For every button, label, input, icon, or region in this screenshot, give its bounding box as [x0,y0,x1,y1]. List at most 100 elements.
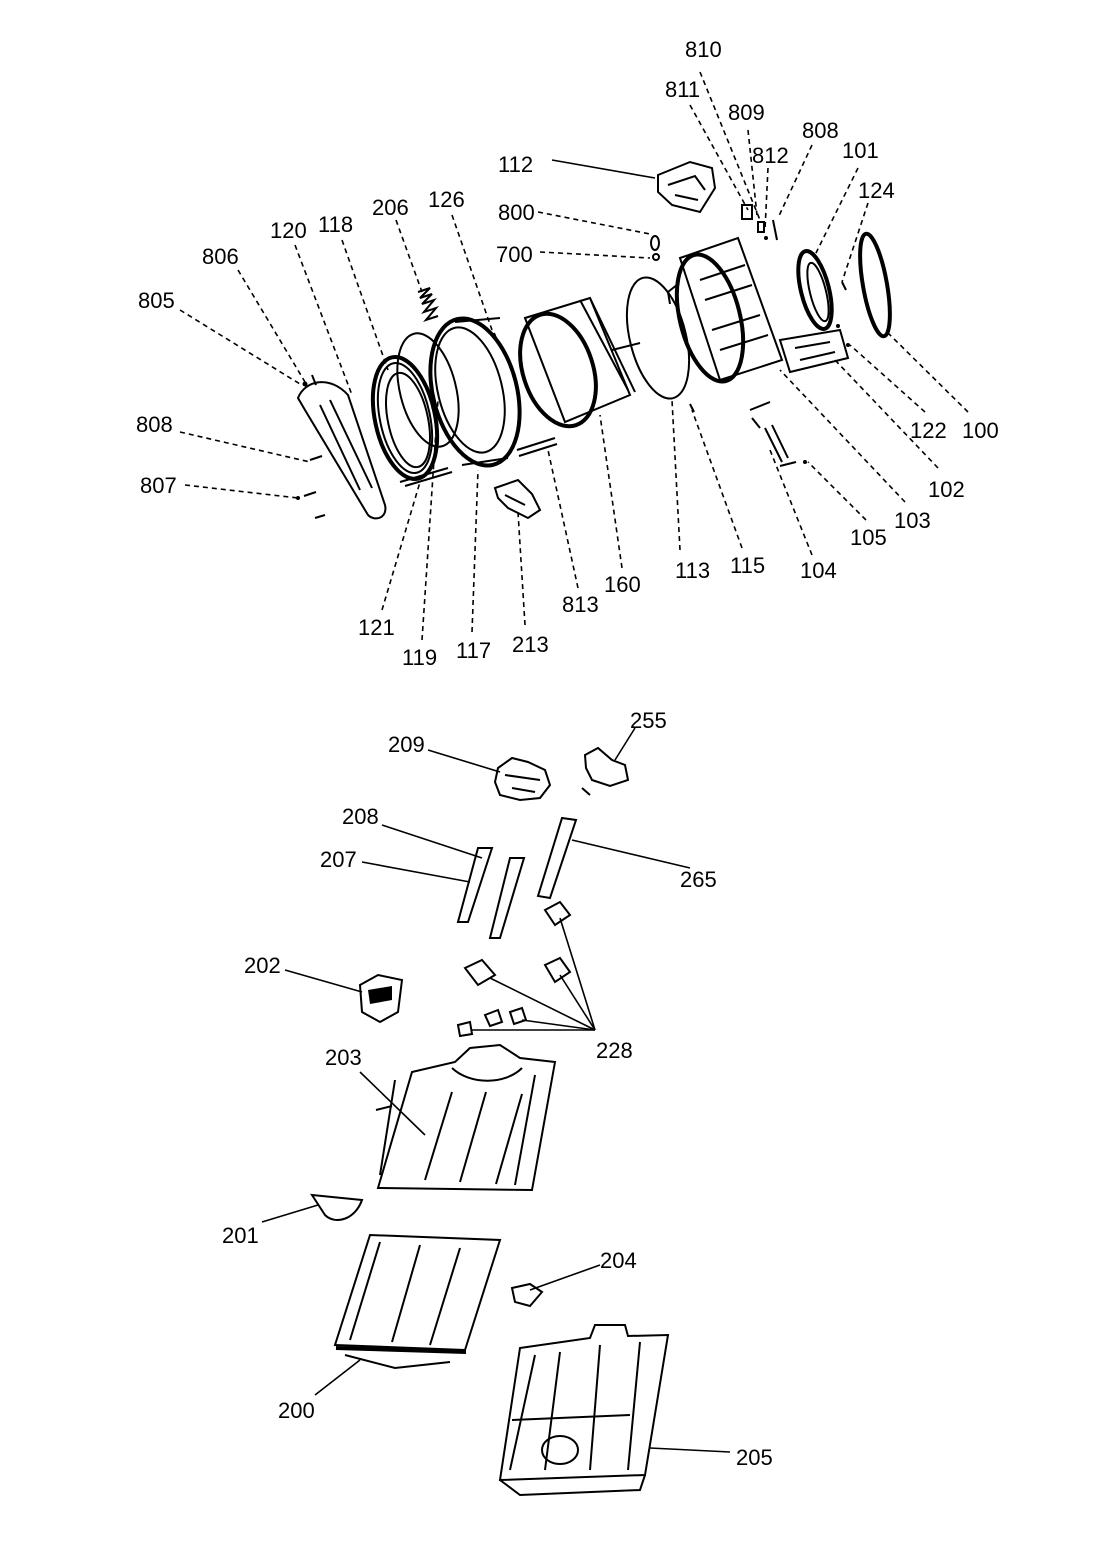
leader-126 [451,214,493,331]
callout-206: 206 [372,195,409,220]
callout-207: 207 [320,847,357,872]
callout-700: 700 [496,242,533,267]
leader-203 [359,1071,426,1136]
leader-208 [381,824,483,859]
callout-113: 113 [675,558,710,583]
leader-204 [529,1264,601,1291]
callout-810: 810 [685,37,722,62]
callout-213: 213 [512,632,549,657]
leader-160 [599,414,623,569]
leader-100 [884,329,969,413]
part-122-screw [836,324,850,347]
leader-807 [184,484,299,499]
leader-806 [237,269,306,383]
leader-228-d [521,1019,596,1031]
leader-805 [179,309,301,385]
callout-805: 805 [138,288,175,313]
callout-208: 208 [342,804,379,829]
part-104-105-bracket [749,401,807,467]
leader-228-b [489,977,596,1031]
callout-103: 103 [894,508,931,533]
callout-808-bottom: 808 [136,412,173,437]
leader-206 [395,219,423,293]
leader-121 [381,481,421,611]
callout-101: 101 [842,138,879,163]
callout-115: 115 [730,553,765,578]
part-808-807-screws [296,455,326,519]
callout-806: 806 [202,244,239,269]
callout-255: 255 [630,708,667,733]
callout-104: 104 [800,558,837,583]
leader-103 [779,369,906,503]
callout-100: 100 [962,418,999,443]
part-204-cover [510,1282,544,1308]
callout-209: 209 [388,732,425,757]
callout-200: 200 [278,1398,315,1423]
leader-119 [421,399,439,641]
part-102-motor [778,328,850,374]
callout-160: 160 [604,572,641,597]
callout-807: 807 [140,473,177,498]
part-117-front-drum [428,316,522,468]
callout-122: 122 [910,418,947,443]
part-209-valve [493,756,552,802]
leader-228-c [559,974,596,1031]
leader-105 [807,461,867,521]
part-201-cap [310,1193,364,1221]
part-207-hose [488,857,526,939]
part-213-pump [493,478,542,520]
part-208-hose [456,847,494,923]
callout-202: 202 [244,953,281,978]
callout-205: 205 [736,1445,773,1470]
leader-200 [314,1359,361,1396]
leader-115 [691,409,743,549]
callout-800: 800 [498,200,535,225]
leader-205 [649,1447,731,1453]
leader-265 [571,839,691,869]
callout-117: 117 [456,638,491,663]
callout-105: 105 [850,525,887,550]
part-813-tube [516,437,558,457]
part-160-drum [518,296,641,429]
leader-117 [471,469,479,633]
callout-813: 813 [562,592,599,617]
leader-112 [551,159,656,179]
leader-813 [547,449,579,589]
callout-265: 265 [680,867,717,892]
leader-228-a [559,917,596,1031]
part-205-dispenser-housing [498,1324,670,1497]
callout-124: 124 [858,178,895,203]
leader-255 [614,727,636,761]
callout-121: 121 [358,615,395,640]
part-810-809-812-clips [741,204,778,241]
part-121-rod [399,467,453,487]
leader-120 [294,244,353,396]
callout-201: 201 [222,1223,259,1248]
part-112-bracket [657,160,717,214]
part-113-drum-gasket [625,276,691,400]
part-200-dispenser-drawer [333,1233,502,1370]
callout-811: 811 [665,77,700,102]
callout-112: 112 [498,152,533,177]
leader-202 [284,969,363,993]
leader-811 [689,104,749,211]
leader-207 [361,861,471,883]
part-120-front-panel [296,381,387,520]
part-700-washer [652,253,660,261]
part-206-spring [417,287,440,323]
leader-124 [841,202,869,283]
leader-700 [539,251,651,259]
leader-812 [764,167,769,231]
part-101-rear-ring [796,249,834,331]
callout-809: 809 [728,100,765,125]
leader-102 [834,359,939,469]
leader-800 [537,211,651,235]
callout-118: 118 [318,212,353,237]
part-119-gasket [396,332,460,448]
leader-201 [261,1204,319,1223]
leader-808-top [777,144,813,219]
part-203-drawer-frame [375,1043,557,1192]
part-228-clips [456,900,572,1038]
